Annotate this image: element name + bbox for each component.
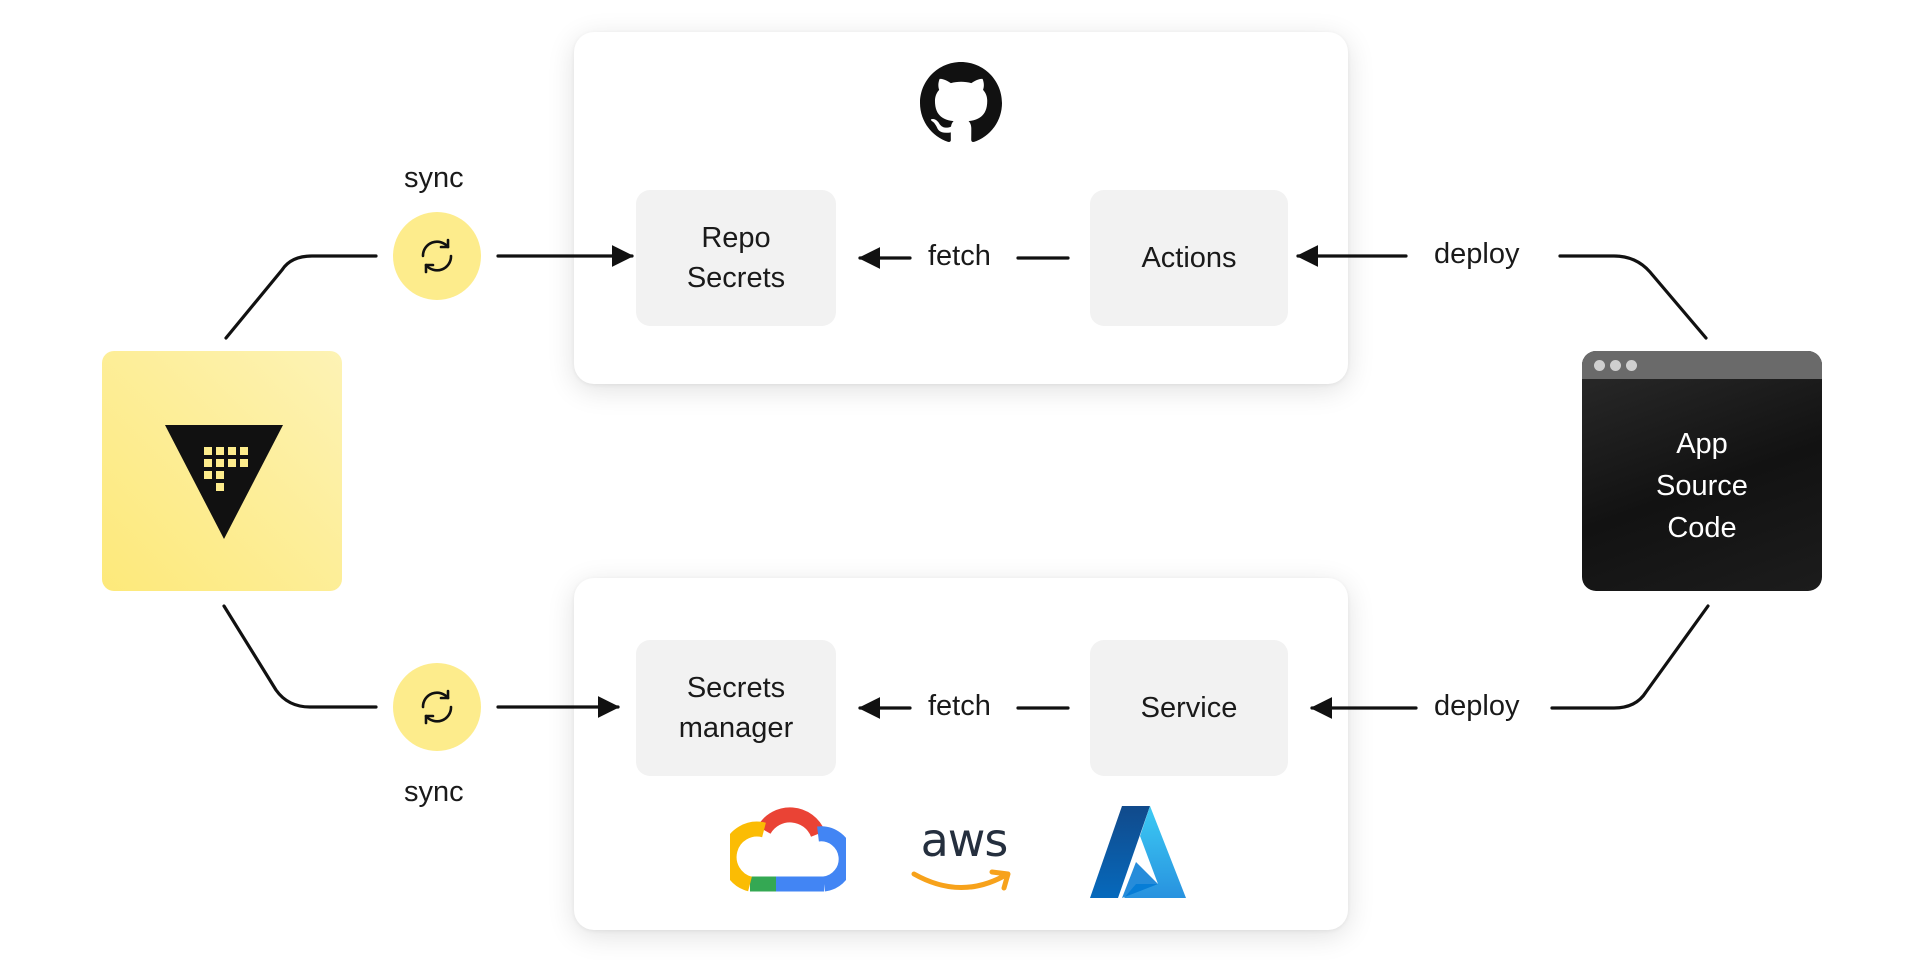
github-logo-icon <box>920 62 1002 142</box>
aws-logo-text: aws <box>920 813 1009 867</box>
repo-secrets-box: Repo Secrets <box>636 190 836 326</box>
deploy-top-label: deploy <box>1434 238 1520 270</box>
window-dot-icon <box>1626 360 1637 371</box>
vault-tile <box>102 351 342 591</box>
window-titlebar <box>1582 351 1822 379</box>
sync-top-label: sync <box>404 162 464 194</box>
azure-logo-icon <box>1090 806 1186 898</box>
deploy-bottom-label: deploy <box>1434 690 1520 722</box>
google-cloud-logo-icon <box>730 807 846 892</box>
aws-smile-icon <box>911 869 1011 891</box>
aws-logo-icon: aws <box>908 812 1018 902</box>
vault-logo-icon <box>165 425 283 539</box>
sync-bottom-label: sync <box>404 776 464 808</box>
fetch-top-label: fetch <box>928 240 991 272</box>
actions-box: Actions <box>1090 190 1288 326</box>
app-source-code-window: App Source Code <box>1582 351 1822 591</box>
app-to-deploy-bottom-line <box>1550 604 1710 710</box>
sync-icon <box>421 689 453 725</box>
window-dot-icon <box>1610 360 1621 371</box>
app-source-code-label: App Source Code <box>1656 428 1748 544</box>
service-box: Service <box>1090 640 1288 776</box>
sync-bottom-node <box>393 663 481 751</box>
vault-to-sync-top-line <box>224 254 378 340</box>
app-to-deploy-top-line <box>1558 254 1708 340</box>
sync-icon <box>421 238 453 274</box>
sync-top-node <box>393 212 481 300</box>
vault-to-sync-bottom-line <box>222 604 378 709</box>
secrets-manager-box: Secrets manager <box>636 640 836 776</box>
window-dot-icon <box>1594 360 1605 371</box>
fetch-bottom-label: fetch <box>928 690 991 722</box>
